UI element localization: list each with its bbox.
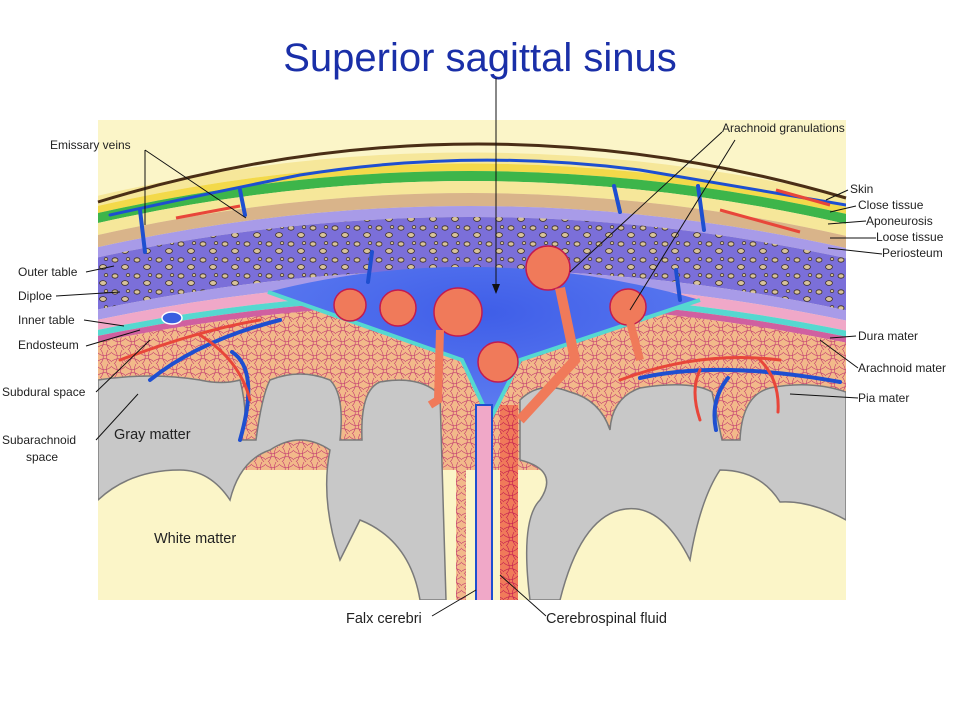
label-pia-mater: Pia mater xyxy=(858,391,909,405)
skin-layer xyxy=(98,152,846,207)
label-gray-matter: Gray matter xyxy=(114,427,191,443)
periosteum-layer xyxy=(98,193,846,249)
label-endosteum: Endosteum xyxy=(18,338,79,352)
falx-subarachnoid-left xyxy=(456,405,466,600)
outer-table-layer xyxy=(98,206,846,259)
label-emissary-veins: Emissary veins xyxy=(50,138,131,152)
label-arachnoid-mater: Arachnoid mater xyxy=(858,361,946,375)
label-dura-mater: Dura mater xyxy=(858,329,918,343)
gray-matter-right xyxy=(519,384,846,600)
inner-table-layer xyxy=(98,270,846,321)
label-loose-tissue: Loose tissue xyxy=(876,230,944,244)
label-subarachnoid-line2: space xyxy=(26,450,58,464)
label-diploe: Diploe xyxy=(18,289,52,303)
veins xyxy=(108,158,846,442)
label-aponeurosis: Aponeurosis xyxy=(866,214,933,228)
gray-matter-left xyxy=(98,373,447,600)
falx-subarachnoid-right xyxy=(500,405,518,600)
diagram-title: Superior sagittal sinus xyxy=(283,36,677,80)
label-inner-table: Inner table xyxy=(18,313,75,327)
label-periosteum: Periosteum xyxy=(882,246,943,260)
cross-section-panel xyxy=(98,120,846,600)
label-close-tissue: Close tissue xyxy=(858,198,924,212)
diploe-layer xyxy=(98,217,846,311)
aponeurosis-layer xyxy=(98,171,846,224)
arteries xyxy=(118,318,782,422)
label-arachnoid-granulations: Arachnoid granulations xyxy=(722,121,845,135)
label-subdural-space: Subdural space xyxy=(2,385,86,399)
label-white-matter: White matter xyxy=(154,531,236,547)
label-skin: Skin xyxy=(850,182,873,196)
diploic-vein xyxy=(161,311,183,325)
label-cerebrospinal-fluid: Cerebrospinal fluid xyxy=(546,611,667,627)
leader-lines xyxy=(55,78,883,617)
falx-cerebri xyxy=(475,404,493,600)
skin-surface xyxy=(97,142,847,204)
label-subarachnoid-line1: Subarachnoid xyxy=(2,433,76,447)
superior-sagittal-sinus xyxy=(268,266,700,420)
label-outer-table: Outer table xyxy=(18,265,78,279)
skin-vessels xyxy=(175,188,831,234)
close-tissue-layer xyxy=(98,163,846,214)
label-falx-cerebri: Falx cerebri xyxy=(346,611,422,627)
loose-tissue-layer xyxy=(98,181,846,236)
